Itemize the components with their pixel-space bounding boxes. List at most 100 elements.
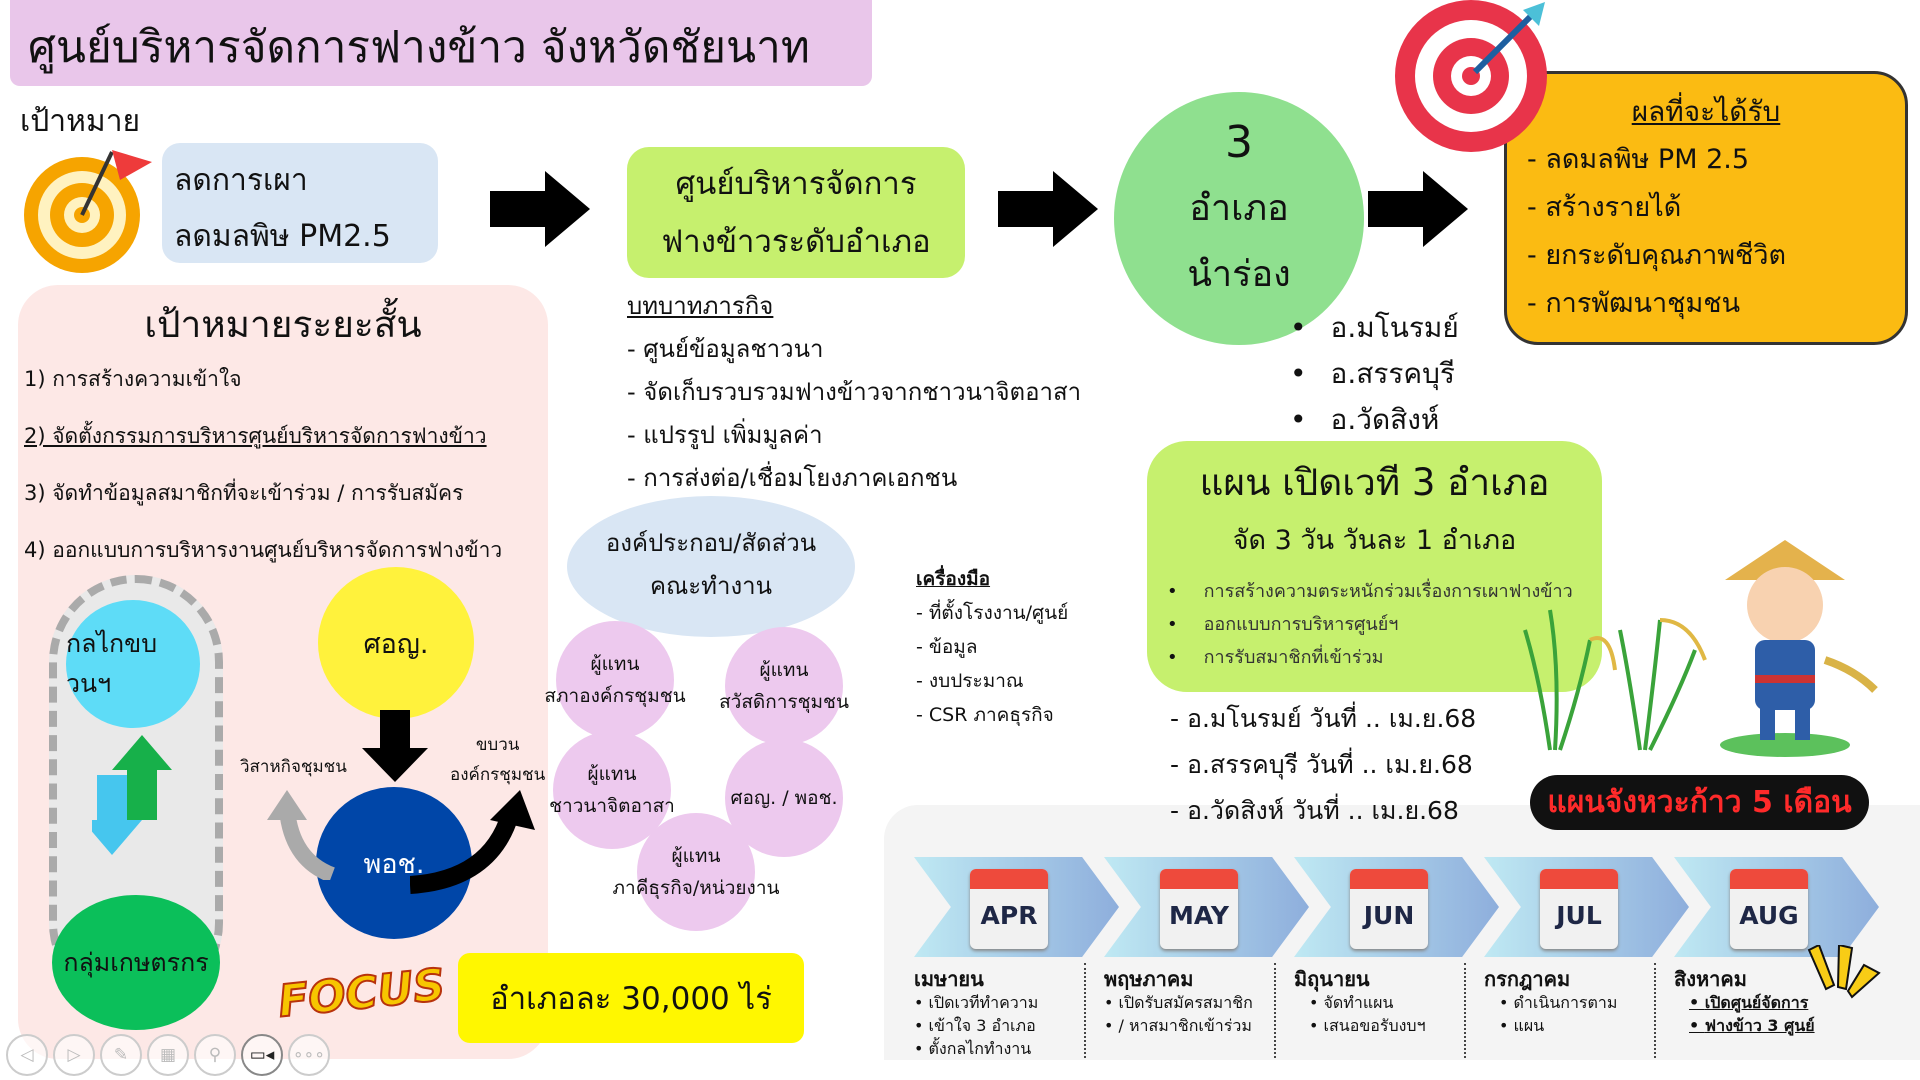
district-item: อ.วัดสิงห์ (1290, 397, 1459, 443)
calendar-icon: AUG (1730, 869, 1808, 949)
curved-arrow-right-icon (410, 790, 535, 894)
month-item: แผน (1499, 1014, 1617, 1037)
member-line: ชาวนาจิตอาสา (549, 795, 675, 817)
plan-box: แผน เปิดเวที 3 อำเภอ จัด 3 วัน วันละ 1 อ… (1147, 441, 1602, 692)
video-camera-icon: ▭◂ (249, 1045, 275, 1065)
month-name: พฤษภาคม (1104, 967, 1194, 991)
member-line: ภาคีธุรกิจ/หน่วยงาน (612, 877, 780, 899)
month-item: เข้าใจ 3 อำเภอ (914, 1014, 1038, 1037)
plan-item: การสร้างความตระหนักร่วมเรื่องการเผาฟางข้… (1167, 575, 1582, 608)
camera-button[interactable]: ▭◂ (241, 1034, 283, 1076)
tool-item: - งบประมาณ (916, 670, 1024, 692)
month-item: เสนอขอรับงบฯ (1309, 1014, 1426, 1037)
calendar-icon: MAY (1160, 869, 1238, 949)
sparkle-icon (1807, 945, 1881, 999)
committee-member: ผู้แทนภาคีธุรกิจ/หน่วยงาน (613, 813, 780, 931)
committee-member: ผู้แทนสภาองค์กรชุมชน (544, 621, 686, 739)
outcome-item: - การพัฒนาชุมชน (1527, 288, 1741, 319)
prev-slide-button[interactable]: ◁ (6, 1034, 48, 1076)
center-line: ศูนย์บริหารจัดการ (675, 166, 917, 202)
month-item: เปิดรับสมัครสมาชิก (1104, 991, 1253, 1014)
calendar-icon: JUL (1540, 869, 1618, 949)
outcome-item: - ยกระดับคุณภาพชีวิต (1527, 240, 1787, 271)
district-item: อ.สรรคบุรี (1290, 351, 1459, 397)
community-enterprise-label: วิสาหกิจชุมชน (240, 757, 347, 777)
mechanism-circle: กลไกขบวนฯ (66, 600, 200, 728)
short-term-heading: เป้าหมายระยะสั้น (144, 303, 422, 346)
pilot-district-list: อ.มโนรมย์ อ.สรรคบุรี อ.วัดสิงห์ (1290, 305, 1459, 443)
short-term-item: 1) การสร้างความเข้าใจ (24, 367, 242, 391)
plan-heading: แผน เปิดเวที 3 อำเภอ (1199, 461, 1550, 504)
outcomes-heading: ผลที่จะได้รับ (1631, 95, 1781, 128)
month-abbr: AUG (1739, 901, 1799, 930)
tool-item: - ที่ตั้งโรงงาน/ศูนย์ (916, 602, 1069, 624)
member-line: ผู้แทน (759, 659, 809, 681)
exchange-arrows-icon (92, 735, 172, 855)
plan-subheading: จัด 3 วัน วันละ 1 อำเภอ (1232, 525, 1517, 556)
mission-item: - การส่งต่อ/เชื่อมโยงภาคเอกชน (627, 464, 958, 492)
center-line: ฟางข้าวระดับอำเภอ (661, 224, 931, 260)
label-line: ขบวน (475, 735, 520, 755)
goal-label: เป้าหมาย (20, 104, 141, 139)
committee-ellipse: องค์ประกอบ/สัดส่วนคณะทำงาน (567, 496, 855, 637)
chevron-right-icon: ▷ (67, 1045, 81, 1065)
zoom-button[interactable]: ⚲ (194, 1034, 236, 1076)
plan-date: - อ.มโนรมย์ วันที่ .. เม.ย.68 (1170, 704, 1477, 733)
farmer-mascot-illustration (1720, 540, 1878, 757)
slides-icon: ▦ (159, 1045, 177, 1065)
pen-icon: ✎ (113, 1045, 129, 1065)
plan-item: ออกแบบการบริหารศูนย์ฯ (1167, 608, 1582, 641)
short-term-item: 4) ออกแบบการบริหารงานศูนย์บริหารจัดการฟา… (24, 538, 503, 562)
arrow-right-icon (1368, 171, 1468, 247)
pilot-line: นำร่อง (1187, 254, 1291, 295)
plan-date: - อ.สรรคบุรี วันที่ .. เม.ย.68 (1170, 750, 1473, 779)
curved-arrow-left-icon (267, 790, 336, 880)
pilot-circle: 3 อำเภอนำร่อง (1114, 92, 1364, 345)
arrow-down-icon (362, 710, 428, 782)
committee-line: องค์ประกอบ/สัดส่วน (605, 529, 817, 557)
label-line: องค์กรชุมชน (450, 765, 546, 785)
committee-member: ผู้แทนชาวนาจิตอาสา (549, 731, 675, 849)
outcome-item: - สร้างรายได้ (1527, 192, 1682, 223)
chevron-left-icon: ◁ (20, 1045, 34, 1065)
timeline-banner: แผนจังหวะก้าว 5 เดือน (1530, 775, 1869, 830)
next-slide-button[interactable]: ▷ (53, 1034, 95, 1076)
month-name: สิงหาคม (1674, 967, 1747, 991)
target-flag-icon (24, 150, 152, 273)
goal-item: ลดมลพิษ PM2.5 (174, 219, 391, 254)
rice-plant-illustration (1523, 609, 1707, 751)
member-line: ผู้แทน (587, 763, 637, 785)
month-abbr: JUN (1363, 901, 1415, 930)
slides-button[interactable]: ▦ (147, 1034, 189, 1076)
mission-item: - แปรรูป เพิ่มมูลค่า (627, 421, 823, 449)
tool-item: - CSR ภาคธุรกิจ (916, 704, 1054, 726)
arrow-right-icon (490, 171, 590, 247)
member-line: ผู้แทน (671, 845, 721, 867)
member-line: สวัสดิการชุมชน (719, 691, 849, 713)
presentation-toolbar: ◁ ▷ ✎ ▦ ⚲ ▭◂ ∘∘∘ (6, 1034, 330, 1076)
outcome-item: - ลดมลพิษ PM 2.5 (1527, 144, 1750, 175)
plan-dates: - อ.มโนรมย์ วันที่ .. เม.ย.68 - อ.สรรคบุร… (1170, 696, 1476, 834)
community-org-label: ขบวนองค์กรชุมชน (450, 730, 545, 790)
farmer-group-circle: กลุ่มเกษตรกร (52, 895, 220, 1030)
committee-line: คณะทำงาน (649, 572, 773, 600)
tools-heading: เครื่องมือ (916, 568, 991, 590)
more-button[interactable]: ∘∘∘ (288, 1034, 330, 1076)
member-line: สภาองค์กรชุมชน (544, 685, 686, 707)
page-title: ศูนย์บริหารจัดการฟางข้าว จังหวัดชัยนาท (10, 0, 872, 86)
timeline-panel: APRเมษายนเปิดเวทีทำความ เข้าใจ 3 อำเภอตั… (884, 805, 1920, 1060)
month-item: ฟางข้าว 3 ศูนย์ (1689, 1014, 1815, 1037)
month-item: ตั้งกลไกทำงาน (914, 1037, 1038, 1060)
month-item: / หาสมาชิกเข้าร่วม (1104, 1014, 1253, 1037)
magnifier-icon: ⚲ (208, 1045, 222, 1065)
committee-member: ผู้แทนสวัสดิการชุมชน (719, 627, 849, 745)
district-item: อ.มโนรมย์ (1290, 305, 1459, 351)
month-name: กรกฎาคม (1484, 967, 1571, 991)
podc-circle: พอช. (316, 787, 472, 939)
month-abbr: JUL (1556, 901, 1602, 930)
pen-button[interactable]: ✎ (100, 1034, 142, 1076)
outcomes-box: ผลที่จะได้รับ - ลดมลพิษ PM 2.5 - สร้างรา… (1504, 71, 1908, 345)
month-abbr: MAY (1169, 901, 1229, 930)
short-term-item: 2) จัดตั้งกรรมการบริหารศูนย์บริหารจัดการ… (24, 424, 487, 448)
plan-item: การรับสมาชิกที่เข้าร่วม (1167, 641, 1582, 674)
